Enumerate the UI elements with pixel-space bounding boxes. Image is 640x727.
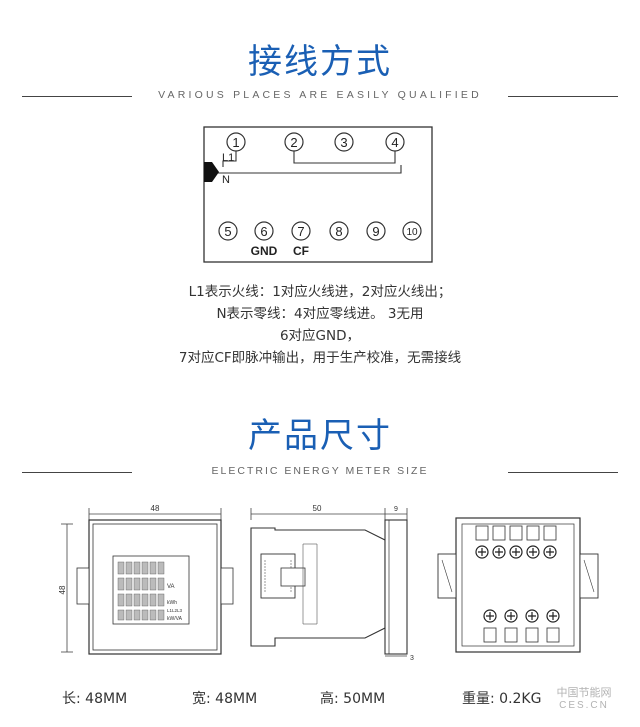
divider-right — [508, 96, 618, 97]
terminal-bottom-9: 9 — [366, 221, 386, 241]
terminal-top-4: 4 — [385, 132, 405, 152]
svg-text:10: 10 — [406, 227, 418, 238]
label-gnd: GND — [251, 244, 278, 258]
terminal-bottom-7: 7 — [291, 221, 311, 241]
label-l1: L1 — [222, 152, 234, 164]
side-small-label: 3 — [410, 655, 414, 662]
terminal-bottom-5: 5 — [218, 221, 238, 241]
terminal-bottom-8: 8 — [329, 221, 349, 241]
label-cf: CF — [293, 244, 309, 258]
side-front-label: 9 — [394, 506, 398, 513]
wiring-section-title: 接线方式 — [248, 42, 392, 82]
desc-line-1: L1表示火线：1对应火线进，2对应火线出； — [188, 284, 452, 300]
terminal-top-1: 1 — [226, 132, 246, 152]
front-left-clip — [76, 567, 90, 605]
wiring-section-subtitle: VARIOUS PLACES ARE EASILY QUALIFIED — [158, 89, 482, 101]
terminal-bottom-10: 10 — [402, 221, 422, 241]
terminal-top-2: 2 — [284, 132, 304, 152]
spec-length: 长: 48MM — [62, 691, 128, 707]
wire-n — [217, 165, 402, 174]
rear-bottom-terminals — [483, 627, 560, 643]
rear-top-screws — [475, 545, 557, 559]
size-section-subtitle: ELECTRIC ENERGY METER SIZE — [211, 465, 429, 477]
front-width-label: 48 — [151, 504, 160, 513]
svg-text:9: 9 — [372, 224, 379, 239]
svg-text:5: 5 — [224, 224, 231, 239]
svg-text:4: 4 — [391, 135, 398, 150]
svg-text:8: 8 — [335, 224, 342, 239]
size-section-title: 产品尺寸 — [248, 416, 392, 456]
wiring-diagram: 1 2 3 4 L1 N 5 6 7 8 9 10 GND CF — [203, 126, 433, 263]
spec-width: 宽: 48MM — [192, 691, 258, 707]
watermark-line-1: 中国节能网 — [556, 687, 612, 699]
svg-text:6: 6 — [260, 224, 267, 239]
svg-text:7: 7 — [297, 224, 304, 239]
divider-left-2 — [22, 472, 132, 473]
spec-height: 高: 50MM — [320, 691, 386, 707]
rear-view-drawing — [437, 517, 599, 653]
label-n: N — [222, 174, 230, 186]
desc-line-2: N表示零线：4对应零线进。 3无用 — [216, 306, 424, 322]
unit-l1l2l3: L1L2L3 — [167, 608, 183, 613]
rear-bottom-screws — [483, 609, 560, 623]
side-bezel — [384, 519, 408, 655]
desc-line-3: 6对应GND， — [279, 328, 361, 344]
wire-2-4 — [293, 151, 396, 164]
divider-left — [22, 96, 132, 97]
svg-text:2: 2 — [290, 135, 297, 150]
wire-l1 — [222, 151, 237, 167]
side-depth-label: 50 — [313, 504, 322, 513]
terminal-bottom-6: 6 — [254, 221, 274, 241]
front-height-label: 48 — [58, 585, 67, 594]
watermark-line-2: CES.CN — [559, 700, 609, 711]
spec-weight: 重量: 0.2KG — [462, 691, 542, 707]
input-arrow — [204, 162, 219, 182]
side-clip — [260, 553, 296, 599]
front-view-drawing: 48 48 VA kWh L1L2L3 kW/VA — [58, 504, 234, 655]
terminal-top-3: 3 — [334, 132, 354, 152]
side-view-drawing: 50 9 3 — [250, 504, 414, 662]
unit-kwh: kWh — [167, 600, 177, 606]
svg-text:1: 1 — [232, 135, 239, 150]
rear-top-terminals — [475, 525, 557, 541]
desc-line-4: 7对应CF即脉冲输出，用于生产校准，无需接线 — [178, 350, 462, 366]
front-right-clip — [220, 567, 234, 605]
unit-va: VA — [167, 584, 175, 590]
svg-text:3: 3 — [340, 135, 347, 150]
divider-right-2 — [508, 472, 618, 473]
unit-kwva: kW/VA — [167, 616, 183, 622]
watermark: 中国节能网 CES.CN — [534, 684, 634, 711]
